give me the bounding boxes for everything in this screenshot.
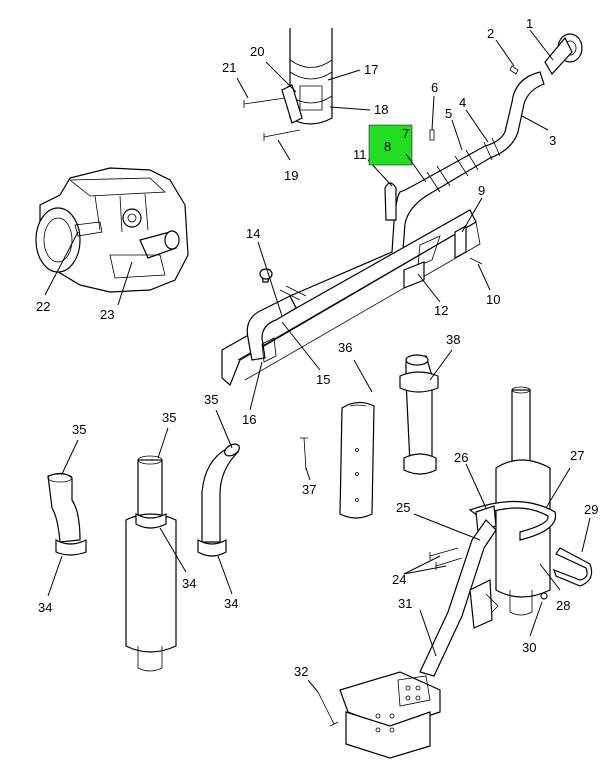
- callout-35a[interactable]: 35: [72, 422, 86, 437]
- exhaust-elbow-1: [544, 33, 583, 76]
- callout-29[interactable]: 29: [584, 502, 598, 517]
- callout-12[interactable]: 12: [434, 303, 448, 318]
- callout-10[interactable]: 10: [486, 292, 500, 307]
- callout-26[interactable]: 26: [454, 450, 468, 465]
- frame-plate: [339, 671, 441, 759]
- callout-17[interactable]: 17: [364, 62, 378, 77]
- callout-5[interactable]: 5: [445, 106, 452, 121]
- mounting-bracket-31: [419, 519, 499, 677]
- callout-34b[interactable]: 34: [182, 576, 196, 591]
- muffler-28: [495, 386, 551, 616]
- callout-21[interactable]: 21: [222, 60, 236, 75]
- callout-22[interactable]: 22: [36, 299, 50, 314]
- callout-6[interactable]: 6: [431, 80, 438, 95]
- engine-illustration: [35, 167, 189, 293]
- callout-31[interactable]: 31: [398, 596, 412, 611]
- callout-18[interactable]: 18: [374, 102, 388, 117]
- clamp-bracket-20: [281, 84, 303, 124]
- callout-35c[interactable]: 35: [204, 392, 218, 407]
- callout-8[interactable]: 8: [384, 139, 391, 154]
- callout-4[interactable]: 4: [459, 95, 466, 110]
- callout-37[interactable]: 37: [302, 482, 316, 497]
- bracket-9: [454, 224, 467, 260]
- callout-24[interactable]: 24: [392, 572, 406, 587]
- curved-stack-35: [197, 443, 240, 557]
- clamp-11: [384, 182, 397, 221]
- callout-35b[interactable]: 35: [162, 410, 176, 425]
- flex-pipe-35: [47, 472, 87, 556]
- callout-15[interactable]: 15: [316, 372, 330, 387]
- callout-1[interactable]: 1: [526, 16, 533, 31]
- heat-shield-36: [339, 401, 375, 519]
- callout-11[interactable]: 11: [353, 147, 367, 162]
- callout-27[interactable]: 27: [570, 448, 584, 463]
- callout-9[interactable]: 9: [478, 183, 485, 198]
- callout-38[interactable]: 38: [446, 332, 460, 347]
- highlight-box[interactable]: [368, 124, 413, 166]
- callout-3[interactable]: 3: [549, 133, 556, 148]
- callout-20[interactable]: 20: [250, 44, 264, 59]
- bracket-12: [403, 261, 425, 289]
- callout-30[interactable]: 30: [522, 640, 536, 655]
- callout-16[interactable]: 16: [242, 412, 256, 427]
- callout-25[interactable]: 25: [396, 500, 410, 515]
- callout-34a[interactable]: 34: [38, 600, 52, 615]
- shield-clamps-38: [399, 354, 439, 475]
- nut-30: [540, 592, 548, 600]
- muffler-stack-35: [125, 455, 177, 672]
- callout-23[interactable]: 23: [100, 307, 114, 322]
- callout-19[interactable]: 19: [284, 168, 298, 183]
- exhaust-elbow-16: [246, 295, 297, 361]
- callout-2[interactable]: 2: [487, 26, 494, 41]
- callout-34c[interactable]: 34: [224, 596, 238, 611]
- callout-7[interactable]: 7: [402, 126, 409, 141]
- callout-28[interactable]: 28: [556, 598, 570, 613]
- callout-14[interactable]: 14: [246, 226, 260, 241]
- callout-36[interactable]: 36: [338, 340, 352, 355]
- u-bolt-29: [553, 547, 593, 587]
- callout-32[interactable]: 32: [294, 664, 308, 679]
- frame-rail: [221, 209, 481, 387]
